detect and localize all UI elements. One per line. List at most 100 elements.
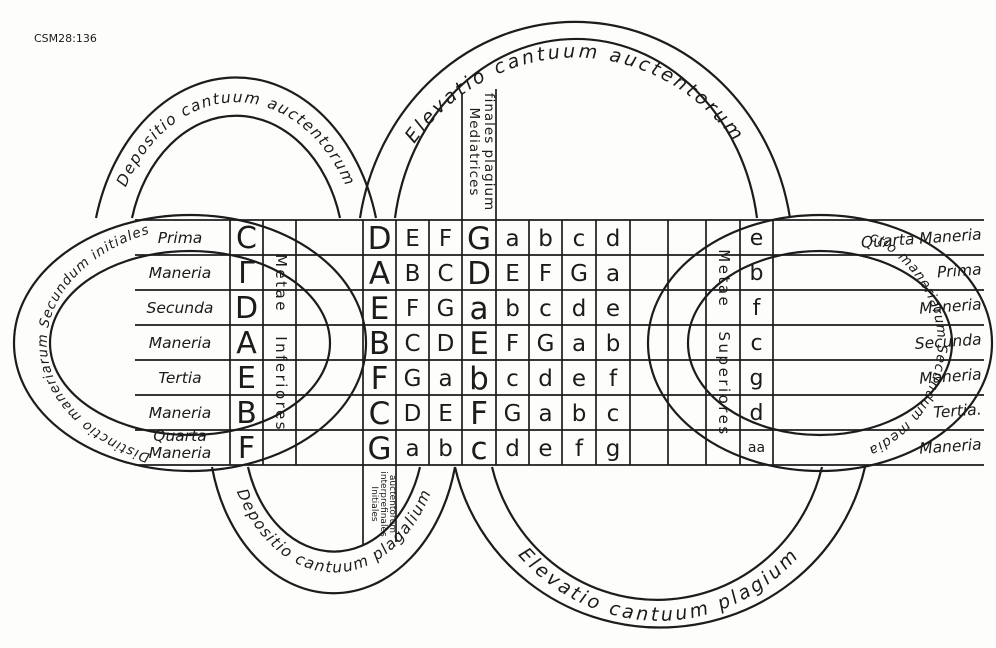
ring-depositio-auctentorum-inner bbox=[130, 114, 342, 219]
left-boundary-letter: D bbox=[235, 291, 258, 326]
mediatrices-strip-line1: Mediatrices bbox=[466, 108, 482, 197]
grid-letter: D bbox=[368, 221, 392, 257]
row-label-right: Maneria bbox=[919, 435, 983, 457]
grid-letter: d bbox=[538, 366, 553, 392]
grid-letter: G bbox=[404, 366, 422, 392]
grid-letter: F bbox=[439, 226, 452, 252]
row-label-left: Prima bbox=[158, 229, 203, 247]
metae-superiores-label: Metae Superiores bbox=[715, 249, 733, 436]
right-boundary-letter: f bbox=[753, 296, 762, 321]
grid-letter: E bbox=[405, 226, 420, 252]
left-boundary-letter: E bbox=[237, 361, 256, 396]
grid-letter: G bbox=[467, 221, 491, 257]
svg-text:Depositio cantuum auctentorum: Depositio cantuum auctentorum bbox=[113, 88, 359, 189]
ring-depositio-plagalium-outer bbox=[210, 466, 457, 595]
left-boundary-letter: A bbox=[236, 326, 257, 361]
grid-letter: c bbox=[573, 226, 586, 252]
grid-letter: C bbox=[437, 261, 453, 287]
grid-letter: F bbox=[371, 361, 389, 397]
grid-letter: f bbox=[609, 366, 618, 392]
row-label-left: Maneria bbox=[149, 444, 211, 462]
corner-label: CSM28:136 bbox=[34, 32, 97, 45]
right-boundary-letter: b bbox=[750, 261, 764, 286]
grid-letter: C bbox=[404, 331, 420, 357]
ring-mediatrices-outer bbox=[646, 213, 994, 473]
row-label-right: Secunda bbox=[914, 330, 982, 353]
row-label-left: Maneria bbox=[149, 334, 211, 352]
right-boundary-letters: e b f c g d aa bbox=[748, 226, 765, 456]
grid-letter: B bbox=[369, 326, 390, 362]
svg-text:Elevatio cantuum auctentorum: Elevatio cantuum auctentorum bbox=[401, 40, 750, 147]
grid-letter: E bbox=[469, 326, 489, 362]
row-label-right: Prima bbox=[936, 260, 982, 281]
initiales-strip-line2: interprefinales bbox=[378, 471, 388, 537]
grid-letter: b bbox=[538, 226, 553, 252]
grid-letter: F bbox=[470, 396, 488, 432]
grid-letter: a bbox=[606, 261, 620, 287]
grid-letter: d bbox=[572, 296, 587, 322]
ring-depositio-plagalium-inner bbox=[246, 466, 422, 553]
grid-letter: c bbox=[470, 431, 487, 467]
left-boundary-letters: C Γ D A E B F bbox=[235, 221, 258, 466]
grid-letter: a bbox=[572, 331, 586, 357]
row-label-left: Maneria bbox=[149, 264, 211, 282]
grid-letter: b bbox=[572, 401, 587, 427]
grid-letter: G bbox=[570, 261, 588, 287]
ring-bands bbox=[12, 20, 994, 629]
left-row-labels: Prima Maneria Secunda Maneria Tertia Man… bbox=[147, 229, 214, 462]
grid-letter: E bbox=[505, 261, 520, 287]
grid-letter: d bbox=[505, 436, 520, 462]
grid-letter: g bbox=[606, 436, 621, 462]
grid-letter: e bbox=[606, 296, 620, 322]
left-boundary-letter: Γ bbox=[238, 256, 255, 291]
depositio-auctentorum-title: Depositio cantuum auctentorum bbox=[113, 88, 358, 189]
metae-inferiores-label: Metae Inferiores bbox=[272, 254, 290, 432]
initiales-strip-line3: auctentorum bbox=[387, 475, 397, 533]
right-boundary-letter: c bbox=[750, 331, 762, 356]
row-label-left: Quarta bbox=[153, 427, 206, 445]
grid-letter: C bbox=[369, 396, 391, 432]
elevatio-plagium-title: Elevatio cantuum plagium bbox=[514, 543, 801, 626]
ring-mediatrices-inner bbox=[686, 249, 954, 437]
grid-letter: a bbox=[538, 401, 552, 427]
grid-letter: f bbox=[575, 436, 584, 462]
grid-letter: c bbox=[539, 296, 552, 322]
grid-letter: d bbox=[606, 226, 621, 252]
row-label-right: Maneria bbox=[919, 295, 983, 317]
grid-letter: F bbox=[539, 261, 552, 287]
grid-letter: B bbox=[405, 261, 421, 287]
left-boundary-letter: B bbox=[236, 396, 257, 431]
grid-letter: b bbox=[505, 296, 520, 322]
grid-letter: F bbox=[506, 331, 519, 357]
grid-letter: G bbox=[504, 401, 522, 427]
grid-letter: A bbox=[369, 256, 390, 292]
ring-elevatio-plagium-inner bbox=[490, 466, 824, 601]
grid-letter: G bbox=[367, 431, 391, 467]
grid-letter: F bbox=[406, 296, 419, 322]
row-label-left: Maneria bbox=[149, 404, 211, 422]
grid-letter: a bbox=[505, 226, 519, 252]
table-grid-lines bbox=[135, 89, 984, 545]
grid-letter: b bbox=[438, 436, 453, 462]
grid-letter: b bbox=[469, 361, 489, 397]
row-label-right: Tertia. bbox=[933, 400, 982, 421]
grid-letter: G bbox=[437, 296, 455, 322]
ring-elevatio-auctentorum-outer bbox=[358, 20, 792, 219]
right-row-labels: Quarta Maneria Prima Maneria Secunda Man… bbox=[860, 225, 982, 457]
grid-letter: c bbox=[607, 401, 620, 427]
ring-elevatio-plagium-outer bbox=[453, 466, 867, 629]
mediatrices-strip-line2: finales plagium bbox=[481, 93, 497, 211]
svg-text:Elevatio cantuum plagium: Elevatio cantuum plagium bbox=[514, 543, 804, 626]
initiales-strip-line1: Initiales bbox=[369, 486, 379, 521]
grid-letter: a bbox=[470, 291, 489, 327]
grid-letter: a bbox=[405, 436, 419, 462]
grid-letter: D bbox=[467, 256, 491, 292]
grid-letter: D bbox=[437, 331, 455, 357]
row-label-left: Tertia bbox=[158, 369, 201, 387]
row-label-left: Secunda bbox=[147, 299, 214, 317]
grid-letter: E bbox=[370, 291, 390, 327]
row-label-right: Quarta Maneria bbox=[860, 225, 982, 251]
grid-letter: E bbox=[438, 401, 453, 427]
grid-letter: e bbox=[538, 436, 552, 462]
